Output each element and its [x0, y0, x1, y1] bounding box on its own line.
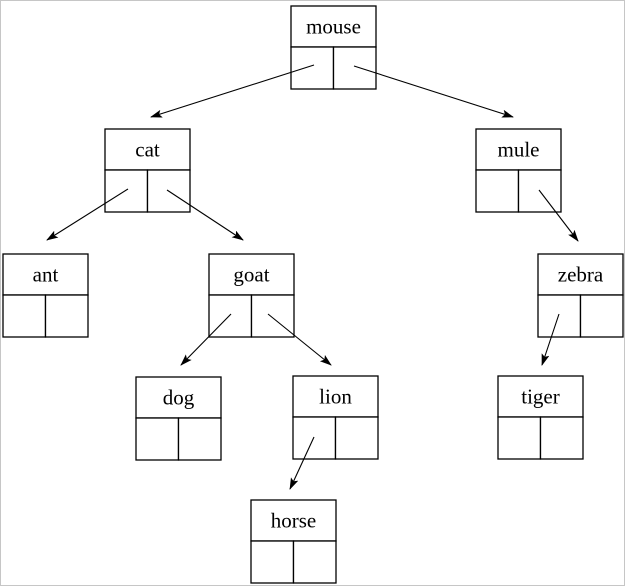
- tree-node-mule: mule: [475, 128, 562, 213]
- node-right-pointer-cell: [250, 294, 295, 338]
- node-label-box: [537, 253, 624, 296]
- edge-cat-left-to-ant: [46, 188, 129, 241]
- node-label: zebra: [558, 263, 604, 287]
- node-label: lion: [319, 385, 352, 409]
- tree-node-horse: horse: [250, 499, 337, 584]
- node-label-box: [290, 5, 377, 48]
- node-left-pointer-cell: [2, 294, 47, 338]
- node-label: mule: [498, 138, 540, 162]
- tree-node-cat: cat: [104, 128, 191, 213]
- node-label: horse: [271, 509, 317, 533]
- node-right-pointer-cell: [44, 294, 89, 338]
- edge-goat-right-to-lion: [267, 313, 332, 366]
- edge-mouse-left-to-cat: [150, 64, 315, 118]
- node-label-box: [292, 375, 379, 418]
- edge-goat-left-to-dog: [180, 313, 232, 366]
- node-right-pointer-cell: [292, 540, 337, 584]
- node-left-pointer-cell: [497, 416, 542, 460]
- edges-layer: [46, 64, 579, 490]
- tree-node-tiger: tiger: [497, 375, 584, 460]
- node-label: tiger: [521, 385, 559, 409]
- node-right-pointer-cell: [579, 294, 624, 338]
- edge-mule-right-to-zebra: [538, 189, 579, 242]
- edge-lion-left-to-horse: [289, 436, 315, 490]
- tree-node-dog: dog: [135, 376, 222, 461]
- node-label-box: [2, 253, 89, 296]
- tree-node-ant: ant: [2, 253, 89, 338]
- node-left-pointer-cell: [475, 169, 520, 213]
- nodes-layer: mouse cat mule ant goat zebra dog lion tiger hors…: [2, 5, 624, 584]
- node-right-pointer-cell: [539, 416, 584, 460]
- node-label-box: [250, 499, 337, 542]
- node-label-box: [475, 128, 562, 171]
- node-left-pointer-cell: [292, 416, 337, 460]
- node-label: goat: [233, 263, 269, 287]
- tree-node-zebra: zebra: [537, 253, 624, 338]
- node-left-pointer-cell: [104, 169, 149, 213]
- node-label: ant: [33, 263, 59, 287]
- node-right-pointer-cell: [334, 416, 379, 460]
- node-left-pointer-cell: [250, 540, 295, 584]
- tree-node-mouse: mouse: [290, 5, 377, 90]
- node-label-box: [497, 375, 584, 418]
- edge-mouse-right-to-mule: [353, 65, 514, 118]
- node-label-box: [104, 128, 191, 171]
- node-left-pointer-cell: [135, 417, 180, 461]
- tree-node-goat: goat: [208, 253, 295, 338]
- node-label: dog: [163, 386, 195, 410]
- node-label: cat: [135, 138, 160, 162]
- edge-cat-right-to-goat: [166, 189, 244, 241]
- node-left-pointer-cell: [290, 46, 335, 90]
- node-left-pointer-cell: [537, 294, 582, 338]
- node-label: mouse: [306, 15, 361, 39]
- node-right-pointer-cell: [332, 46, 377, 90]
- edge-zebra-left-to-tiger: [541, 313, 560, 366]
- node-right-pointer-cell: [177, 417, 222, 461]
- tree-node-lion: lion: [292, 375, 379, 460]
